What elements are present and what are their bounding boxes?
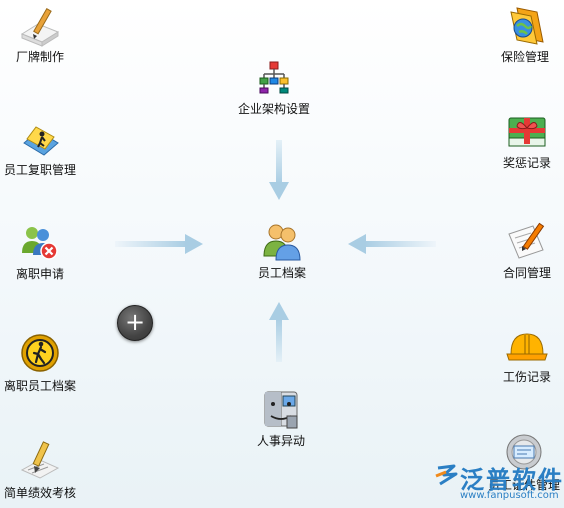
- brand-url: www.fanpusoft.com: [460, 490, 559, 501]
- node-label: 人事异动: [256, 434, 305, 448]
- node-certificate[interactable]: 员工证件管理: [484, 432, 564, 492]
- brand-logo-icon: [434, 462, 460, 488]
- pen-write-icon: [18, 440, 62, 484]
- expand-button[interactable]: +: [117, 305, 153, 341]
- node-label: 简单绩效考核: [3, 486, 76, 500]
- hard-hat-icon: [505, 324, 549, 368]
- node-label: 奖惩记录: [502, 156, 551, 170]
- finder-faces-icon: [259, 388, 303, 432]
- node-insurance[interactable]: 保险管理: [492, 4, 558, 64]
- node-label: 离职申请: [15, 267, 64, 281]
- node-reward[interactable]: 奖惩记录: [494, 110, 560, 170]
- arrow-up-from-hr-change: [268, 300, 290, 362]
- node-employee-archive[interactable]: 员工档案: [244, 220, 320, 280]
- node-injury[interactable]: 工伤记录: [494, 324, 560, 384]
- org-chart-icon: [252, 56, 296, 100]
- node-contract[interactable]: 合同管理: [494, 220, 560, 280]
- plus-icon: +: [124, 308, 146, 336]
- users-icon: [260, 220, 304, 264]
- node-label: 离职员工档案: [3, 379, 76, 393]
- node-hr-change[interactable]: 人事异动: [246, 388, 316, 448]
- users-remove-icon: [18, 221, 62, 265]
- node-org-setup[interactable]: 企业架构设置: [232, 56, 316, 116]
- node-rehire[interactable]: 员工复职管理: [0, 117, 80, 177]
- arrow-down-from-org: [268, 140, 290, 202]
- id-card-disc-icon: [502, 432, 546, 476]
- node-label: 合同管理: [502, 266, 551, 280]
- node-label: 员工复职管理: [3, 163, 76, 177]
- node-performance[interactable]: 简单绩效考核: [0, 440, 80, 500]
- arrow-left-from-contract: [346, 233, 436, 255]
- document-pen-icon: [505, 220, 549, 264]
- node-label: 厂牌制作: [15, 50, 64, 64]
- gift-book-icon: [505, 110, 549, 154]
- pen-paper-icon: [18, 4, 62, 48]
- folder-person-icon: [18, 117, 62, 161]
- node-resigned-archive[interactable]: 离职员工档案: [0, 333, 80, 393]
- walking-person-badge-icon: [18, 333, 62, 377]
- node-label: 企业架构设置: [237, 102, 310, 116]
- node-label: 保险管理: [500, 50, 549, 64]
- folder-globe-icon: [503, 4, 547, 48]
- node-resignation[interactable]: 离职申请: [5, 221, 75, 281]
- node-factory-badge[interactable]: 厂牌制作: [5, 4, 75, 64]
- node-label: 员工证件管理: [487, 478, 560, 492]
- node-label: 员工档案: [257, 266, 306, 280]
- brand-name: 泛普软件: [460, 466, 564, 494]
- node-label: 工伤记录: [502, 370, 551, 384]
- arrow-right-from-resignation: [115, 233, 205, 255]
- brand-watermark: 泛普软件 www.fanpusoft.com: [434, 460, 562, 506]
